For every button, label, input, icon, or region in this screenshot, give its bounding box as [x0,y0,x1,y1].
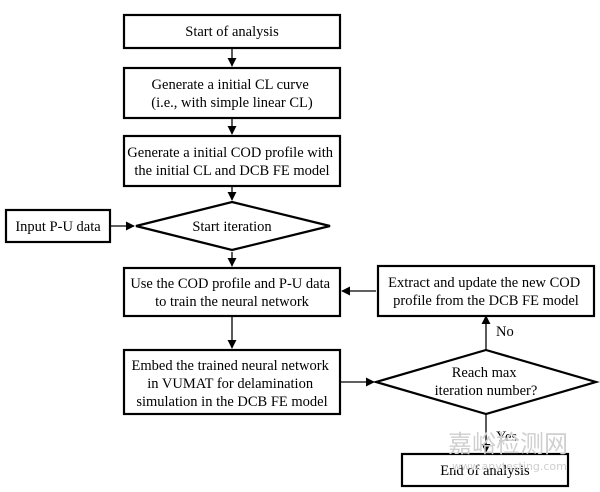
initial-cod-label: Generate a initial COD profile with the … [127,145,336,179]
start-iteration-label: Start iteration [192,219,272,235]
initial-cl-box [122,66,342,120]
watermark-text: 嘉峪检测网 [448,430,568,458]
start-label: Start of analysis [185,24,279,40]
max-iteration-diamond [372,348,600,416]
initial-cl-label: Generate a initial CL curve (i.e., with … [151,77,313,111]
start-iteration-diamond [135,200,331,252]
train-network-label: Use the COD profile and P-U data to trai… [130,276,333,310]
start-box [122,13,342,50]
no-label: No [496,324,514,340]
initial-cod-box [122,134,342,188]
embed-vumat-box [122,348,342,416]
end-label: End of analysis [440,463,530,479]
extract-cod-label: Extract and update the new COD profile f… [388,275,584,309]
end-box [400,452,570,488]
embed-vumat-label: Embed the trained neural network in VUMA… [132,358,333,410]
extract-cod-box [376,264,596,318]
max-iteration-label: Reach max iteration number? [435,365,538,399]
input-pu-label: Input P-U data [15,219,101,235]
input-pu-box [4,208,112,244]
watermark-url: www.anytesting.com [452,460,567,473]
connectors [110,48,491,453]
train-network-box [122,266,342,318]
yes-label: Yes [496,429,517,445]
